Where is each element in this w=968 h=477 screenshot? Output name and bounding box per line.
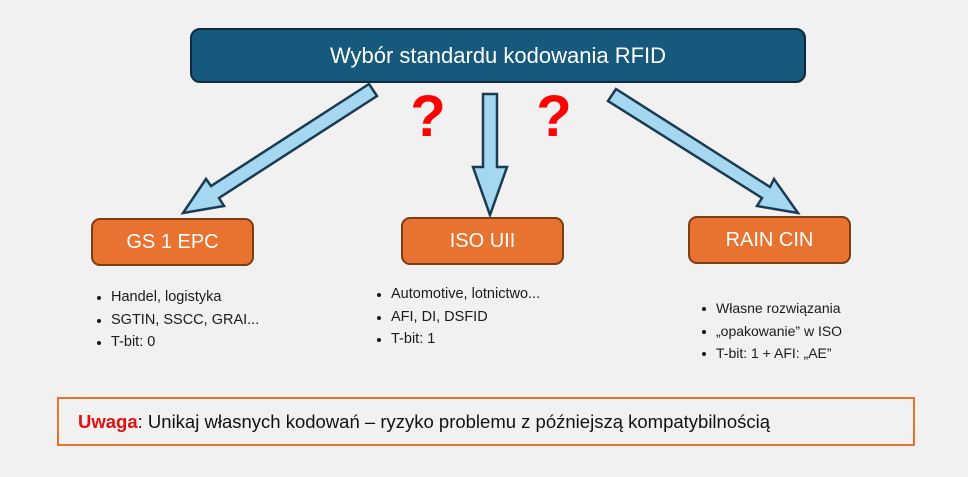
branch-label-rain-cin: RAIN CIN — [725, 228, 814, 251]
bullet-dot — [377, 338, 381, 342]
bullet-list-gs1-epc: Handel, logistyka SGTIN, SSCC, GRAI... T… — [95, 286, 259, 354]
list-item: Automotive, lotnictwo... — [375, 283, 540, 306]
list-item-text: „opakowanie” w ISO — [716, 322, 843, 339]
list-item: T-bit: 0 — [95, 331, 259, 354]
note-prefix: Uwaga — [78, 410, 138, 432]
branch-label-gs1-epc: GS 1 EPC — [126, 230, 219, 253]
list-item-text: Automotive, lotnictwo... — [391, 286, 541, 302]
branch-box-rain-cin: RAIN CIN — [688, 216, 851, 264]
arrow-down-left-icon — [180, 82, 379, 215]
bullet-dot — [377, 315, 381, 320]
list-item: „opakowanie” w ISO — [700, 320, 842, 343]
list-item-text: Handel, logistyka — [111, 289, 222, 305]
arrow-down-icon — [471, 92, 509, 219]
bullet-dot — [702, 352, 706, 356]
bullet-dot — [702, 307, 706, 311]
list-item: T-bit: 1 — [375, 328, 540, 351]
list-item: SGTIN, SSCC, GRAI... — [95, 309, 259, 332]
bullet-dot — [97, 318, 101, 323]
list-item-text: T-bit: 0 — [111, 334, 156, 350]
title-text: Wybór standardu kodowania RFID — [329, 42, 667, 68]
note-box: Uwaga: Unikaj własnych kodowań – ryzyko … — [57, 397, 915, 446]
list-item-text: T-bit: 1 + AFI: „AE” — [716, 345, 832, 361]
bullet-dot — [702, 329, 706, 334]
list-item: T-bit: 1 + AFI: „AE” — [700, 342, 842, 365]
arrow-down-right-icon — [606, 87, 801, 215]
branch-label-iso-uii: ISO UII — [449, 229, 516, 252]
list-item-text: Własne rozwiązania — [716, 300, 841, 316]
title-box: Wybór standardu kodowania RFID — [190, 28, 806, 83]
bullet-dot — [97, 296, 101, 300]
branch-box-iso-uii: ISO UII — [401, 217, 564, 265]
list-item-text: T-bit: 1 — [391, 331, 436, 347]
bullet-list-rain-cin: Własne rozwiązania „opakowanie” w ISO T-… — [700, 297, 842, 365]
bullet-dot — [377, 293, 381, 297]
list-item-text: SGTIN, SSCC, GRAI... — [111, 311, 260, 328]
list-item-text: AFI, DI, DSFID — [391, 308, 488, 325]
list-item: AFI, DI, DSFID — [375, 306, 540, 329]
list-item: Handel, logistyka — [95, 286, 259, 309]
note-text: : Unikaj własnych kodowań – ryzyko probl… — [137, 410, 771, 432]
list-item: Własne rozwiązania — [700, 297, 842, 320]
question-mark-left: ? — [410, 84, 446, 149]
bullet-dot — [97, 341, 101, 345]
question-mark-right: ? — [536, 84, 572, 149]
bullet-list-iso-uii: Automotive, lotnictwo... AFI, DI, DSFID … — [375, 283, 540, 351]
branch-box-gs1-epc: GS 1 EPC — [91, 218, 254, 266]
